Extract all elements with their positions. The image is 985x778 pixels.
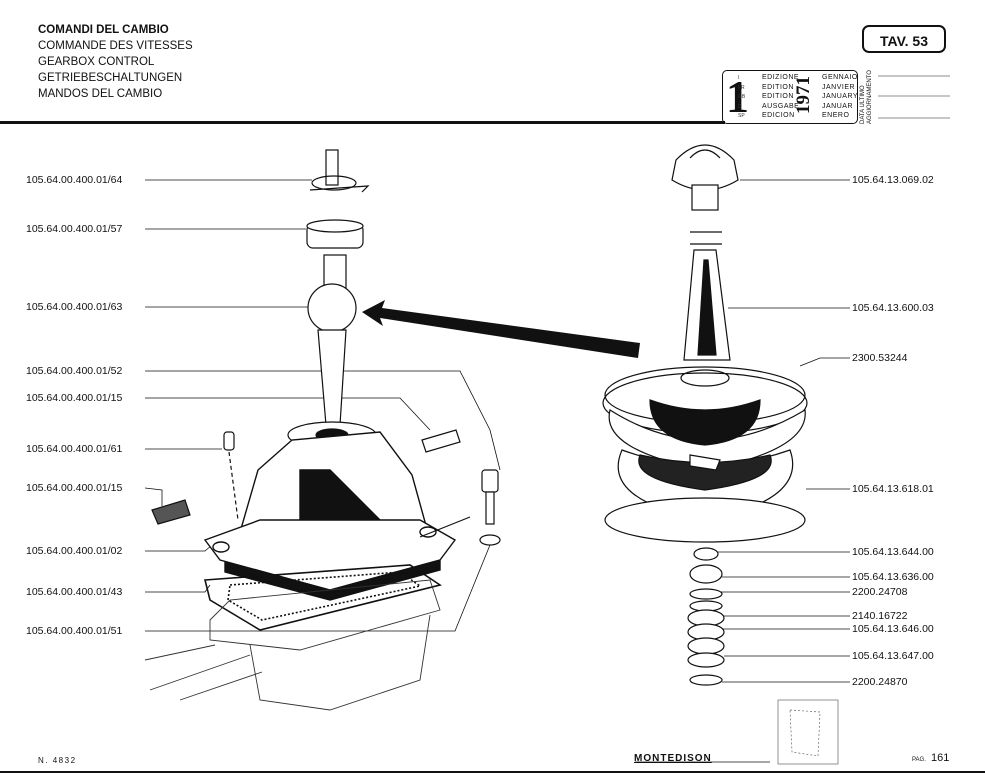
part-label: 105.64.00.400.01/64: [26, 174, 123, 186]
part-label: 2140.16722: [852, 610, 908, 622]
title-english: GEARBOX CONTROL: [38, 56, 155, 68]
part-label: 105.64.13.600.03: [852, 302, 934, 314]
edition-number: 1: [726, 71, 749, 122]
part-label: 105.64.00.400.01/63: [26, 301, 123, 313]
part-label: 105.64.13.644.00: [852, 546, 934, 558]
table-number-badge: TAV. 53: [862, 25, 946, 53]
part-label: 105.64.00.400.01/61: [26, 443, 123, 455]
part-label: 105.64.00.400.01/57: [26, 223, 123, 235]
part-label: 105.64.00.400.01/02: [26, 545, 123, 557]
title-italian: COMANDI DEL CAMBIO: [38, 24, 169, 36]
part-label: 105.64.00.400.01/15: [26, 482, 123, 494]
header-titles: COMANDI DEL CAMBIO COMMANDE DES VITESSES…: [38, 22, 193, 102]
sheet-number: N. 4832: [38, 756, 77, 765]
part-label: 105.64.00.400.01/51: [26, 625, 123, 637]
page-prefix: PAG.: [912, 757, 926, 763]
edition-box: [722, 70, 858, 124]
part-label: 105.64.13.069.02: [852, 174, 934, 186]
header-rule: [0, 121, 725, 124]
publisher-logo: MONTEDISON: [634, 753, 712, 764]
part-label: 105.64.13.618.01: [852, 483, 934, 495]
part-label: 105.64.13.636.00: [852, 571, 934, 583]
part-label: 105.64.00.400.01/15: [26, 392, 123, 404]
title-french: COMMANDE DES VITESSES: [38, 40, 193, 52]
part-label: 105.64.00.400.01/52: [26, 365, 123, 377]
title-spanish: MANDOS DEL CAMBIO: [38, 88, 163, 100]
part-label: 2200.24870: [852, 676, 908, 688]
edition-words: EDIZIONE EDITION EDITION AUSGABE EDICION: [762, 74, 800, 119]
edition-months: GENNAIO JANVIER JANUARY JANUAR ENERO: [822, 74, 859, 119]
part-label: 105.64.13.647.00: [852, 650, 934, 662]
part-label: 105.64.00.400.01/43: [26, 586, 123, 598]
footer-rule: [0, 771, 985, 773]
part-label: 2200.24708: [852, 586, 908, 598]
title-german: GETRIEBESCHALTUNGEN: [38, 72, 183, 84]
part-label: 2300.53244: [852, 352, 908, 364]
page-number: 161: [931, 752, 950, 764]
part-label: 105.64.13.646.00: [852, 623, 934, 635]
